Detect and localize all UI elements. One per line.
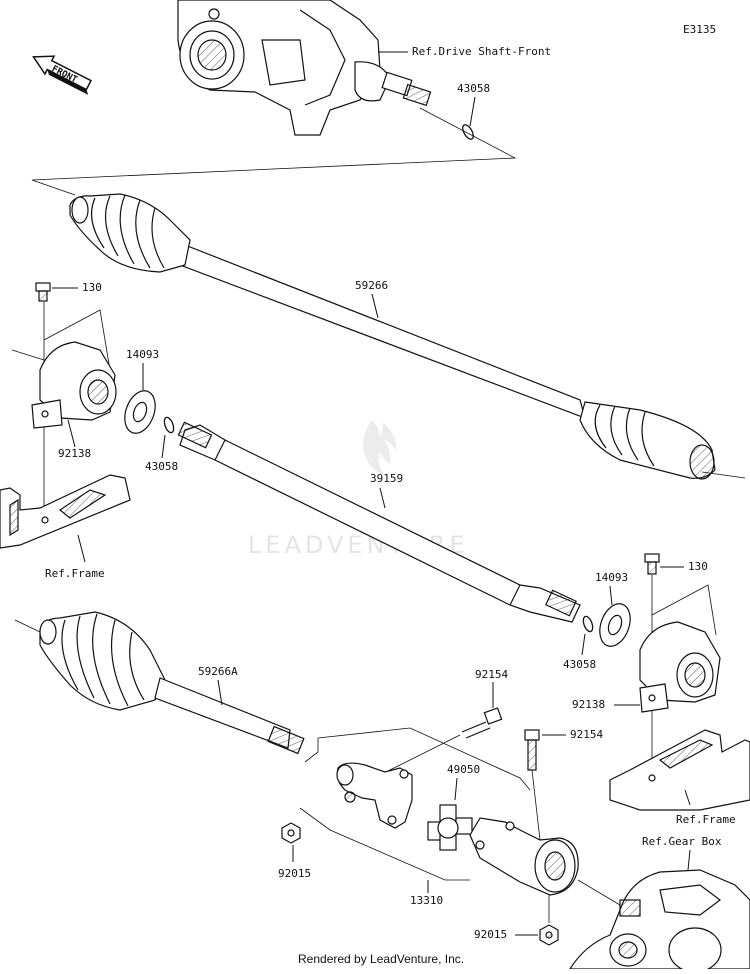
part-59266-label: 59266	[355, 279, 388, 292]
bolt-130-right	[644, 553, 660, 575]
part-43058-right-label: 43058	[563, 658, 596, 671]
ref-frame-left: Ref.Frame	[45, 567, 105, 580]
circlip-43058-left	[163, 416, 175, 434]
frame-left	[0, 474, 131, 549]
bearing-92138-right	[639, 621, 721, 713]
part-92015-bottom-label: 92015	[474, 928, 507, 941]
shaft-59266	[69, 193, 716, 480]
part-14093-right-label: 14093	[595, 571, 628, 584]
nut-92015-left	[281, 822, 301, 844]
part-92015-left-label: 92015	[278, 867, 311, 880]
part-130-right-label: 130	[688, 560, 708, 573]
circlip-43058-top	[462, 124, 474, 140]
ref-frame-right: Ref.Frame	[676, 813, 736, 826]
shaft-39159	[177, 421, 581, 623]
part-43058-left-label: 43058	[145, 460, 178, 473]
bolt-92154-b	[524, 729, 540, 771]
diagram-id: E3135	[683, 23, 716, 36]
part-49050-label: 49050	[447, 763, 480, 776]
nut-92015-bottom	[539, 924, 559, 946]
part-43058-top-label: 43058	[457, 82, 490, 95]
frame-right	[609, 729, 750, 811]
front-arrow-icon: FRONT	[32, 55, 92, 95]
washer-14093-left	[124, 390, 156, 434]
part-59266A-label: 59266A	[198, 665, 238, 678]
part-13310-label: 13310	[410, 894, 443, 907]
circlip-43058-right	[582, 615, 594, 633]
universal-cross-49050	[427, 804, 473, 851]
ref-drive-shaft-front: Ref.Drive Shaft-Front	[412, 45, 551, 58]
part-130-left-label: 130	[82, 281, 102, 294]
yoke-left	[336, 762, 413, 829]
footer-credit: Rendered by LeadVenture, Inc.	[298, 952, 464, 966]
part-92138-left-label: 92138	[58, 447, 91, 460]
rear-gear-box	[568, 869, 750, 973]
ref-gear-box: Ref.Gear Box	[642, 835, 722, 848]
shaft-59266A	[39, 611, 305, 755]
part-92138-right-label: 92138	[572, 698, 605, 711]
part-39159-label: 39159	[370, 472, 403, 485]
bearing-92138-left	[31, 341, 117, 429]
part-92154-b-label: 92154	[570, 728, 603, 741]
bolt-92154-a	[461, 707, 503, 739]
part-92154-a-label: 92154	[475, 668, 508, 681]
front-gear-case	[177, 0, 432, 136]
part-14093-left-label: 14093	[126, 348, 159, 361]
washer-14093-right	[599, 603, 631, 647]
yoke-flange-right	[469, 817, 579, 896]
bolt-130-left	[35, 282, 51, 302]
